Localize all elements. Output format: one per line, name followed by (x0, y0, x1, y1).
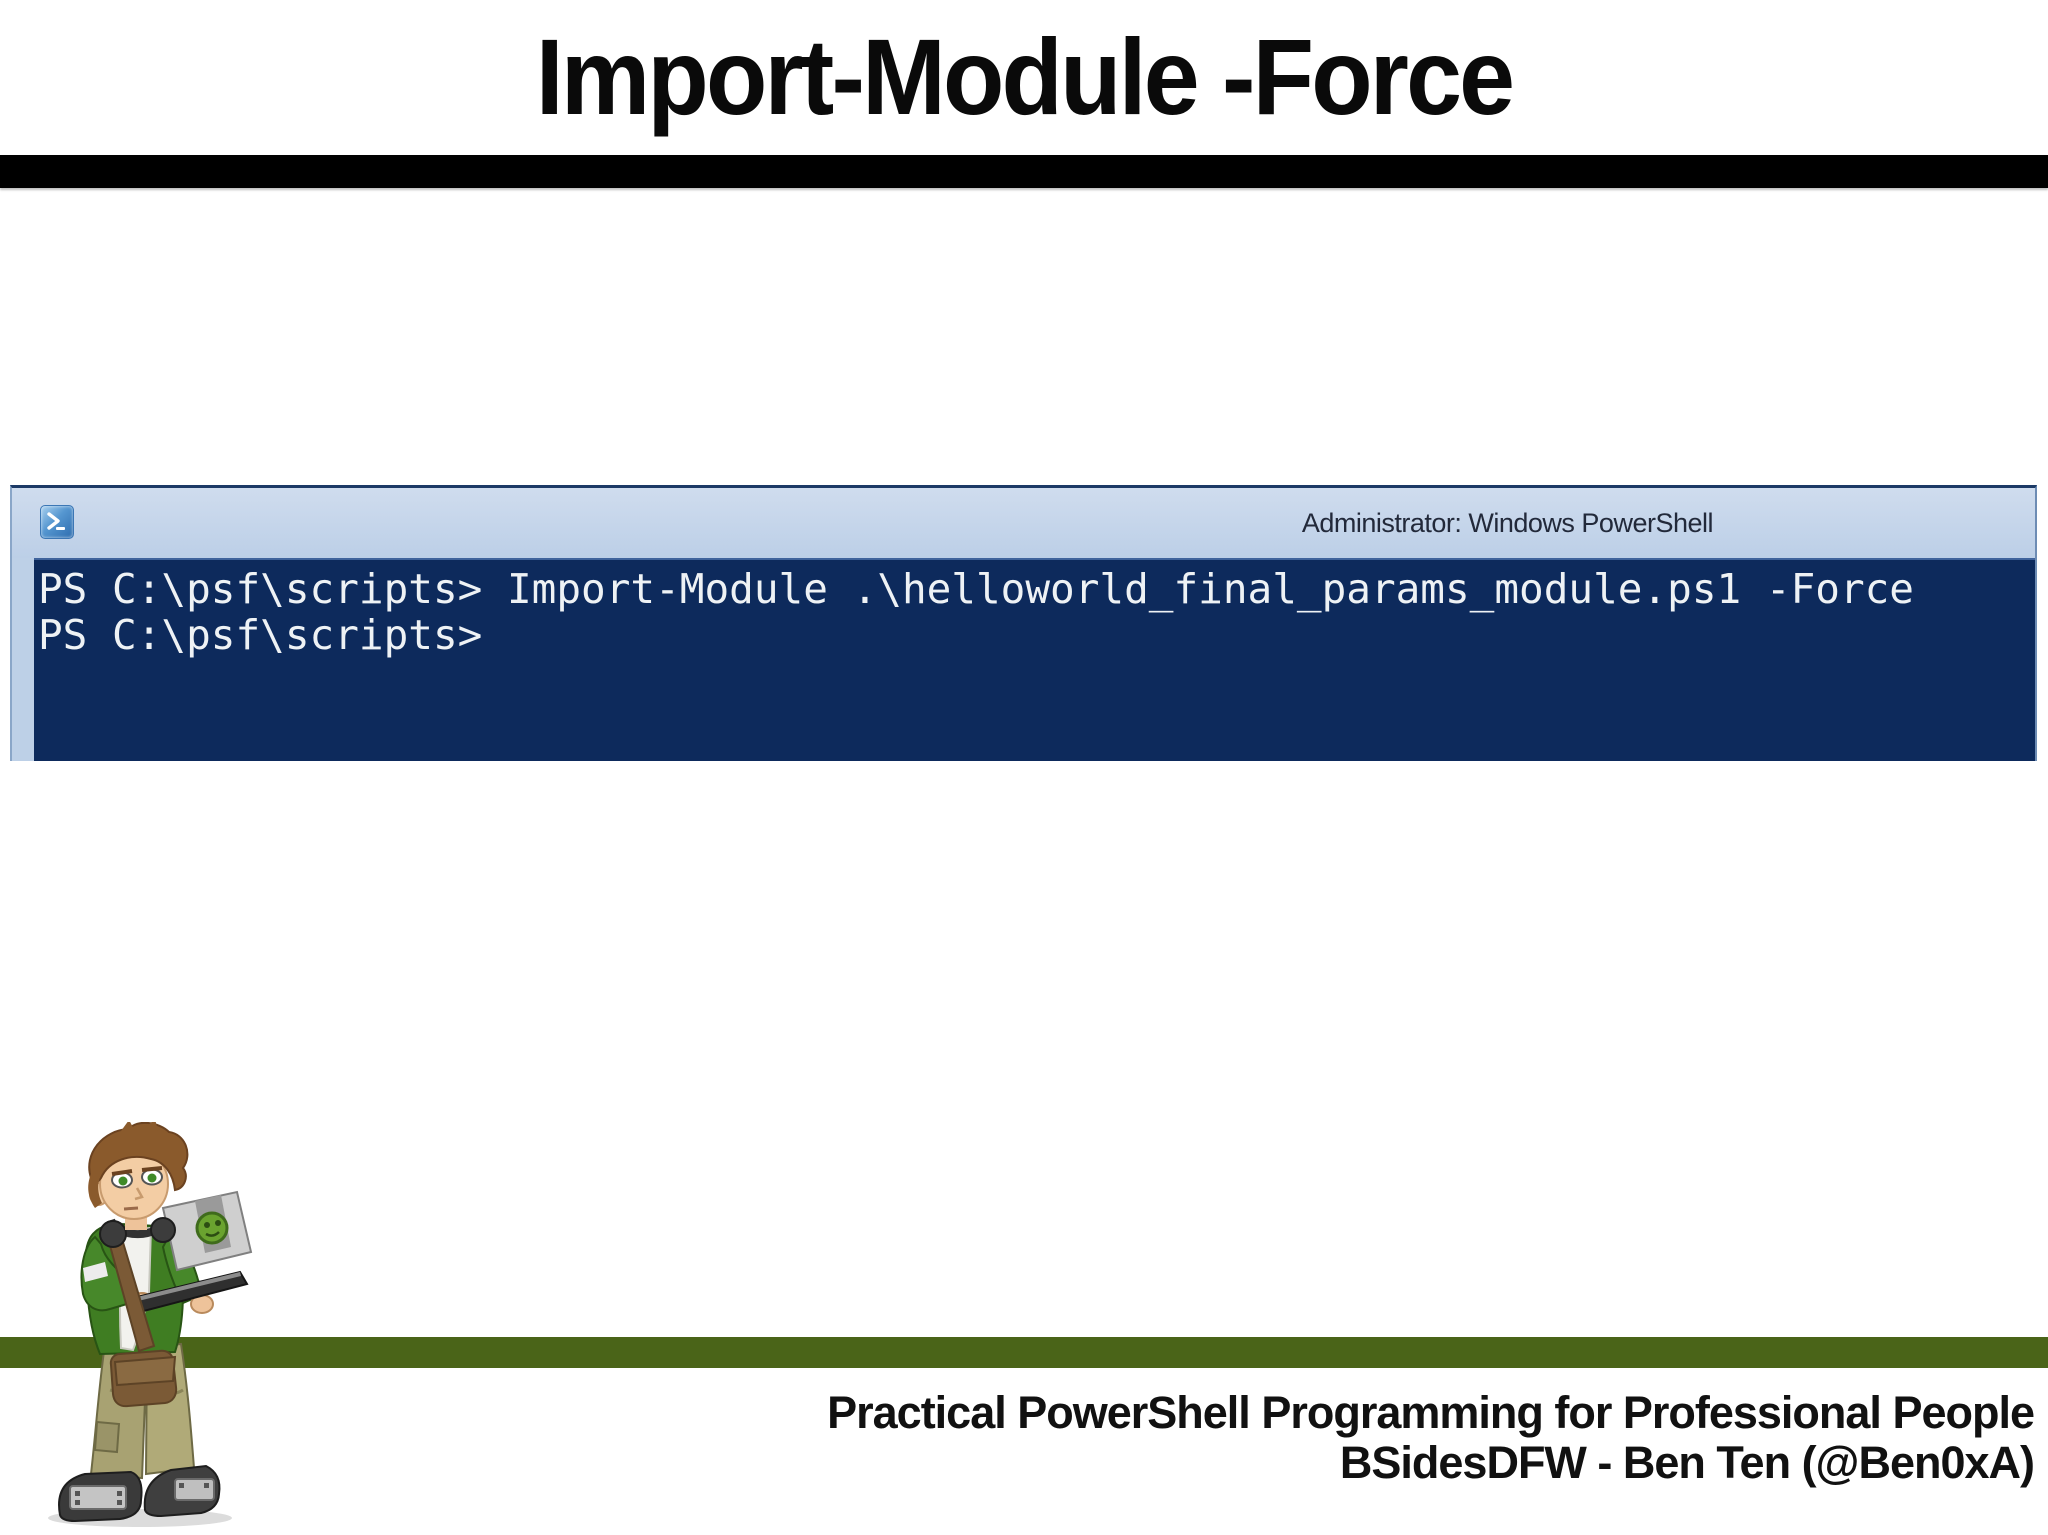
powershell-icon[interactable] (40, 505, 74, 539)
mascot-illustration (48, 1122, 253, 1527)
powershell-titlebar[interactable]: Administrator: Windows PowerShell (12, 488, 2035, 558)
footer-line-2: BSidesDFW - Ben Ten (@Ben0xA) (1339, 1437, 2035, 1488)
window-title: Administrator: Windows PowerShell (1301, 507, 1714, 538)
powershell-icon-glyph (47, 512, 65, 530)
powershell-body: PS C:\psf\scripts> Import-Module .\hello… (12, 558, 2035, 761)
footer: Practical PowerShell Programming for Pro… (827, 1387, 2035, 1488)
powershell-window: Administrator: Windows PowerShell PS C:\… (10, 485, 2037, 761)
page-title-text: Import-Module -Force (535, 15, 1515, 137)
console-line: PS C:\psf\scripts> Import-Module .\hello… (38, 565, 1914, 613)
page-title: Import-Module -Force (0, 0, 2048, 152)
title-divider-bar (0, 155, 2048, 188)
console-line: PS C:\psf\scripts> (38, 611, 483, 659)
green-accent-bar (0, 1337, 2048, 1368)
footer-line-1: Practical PowerShell Programming for Pro… (827, 1387, 2035, 1438)
window-left-border (12, 558, 34, 761)
powershell-console[interactable]: PS C:\psf\scripts> Import-Module .\hello… (34, 558, 2035, 761)
